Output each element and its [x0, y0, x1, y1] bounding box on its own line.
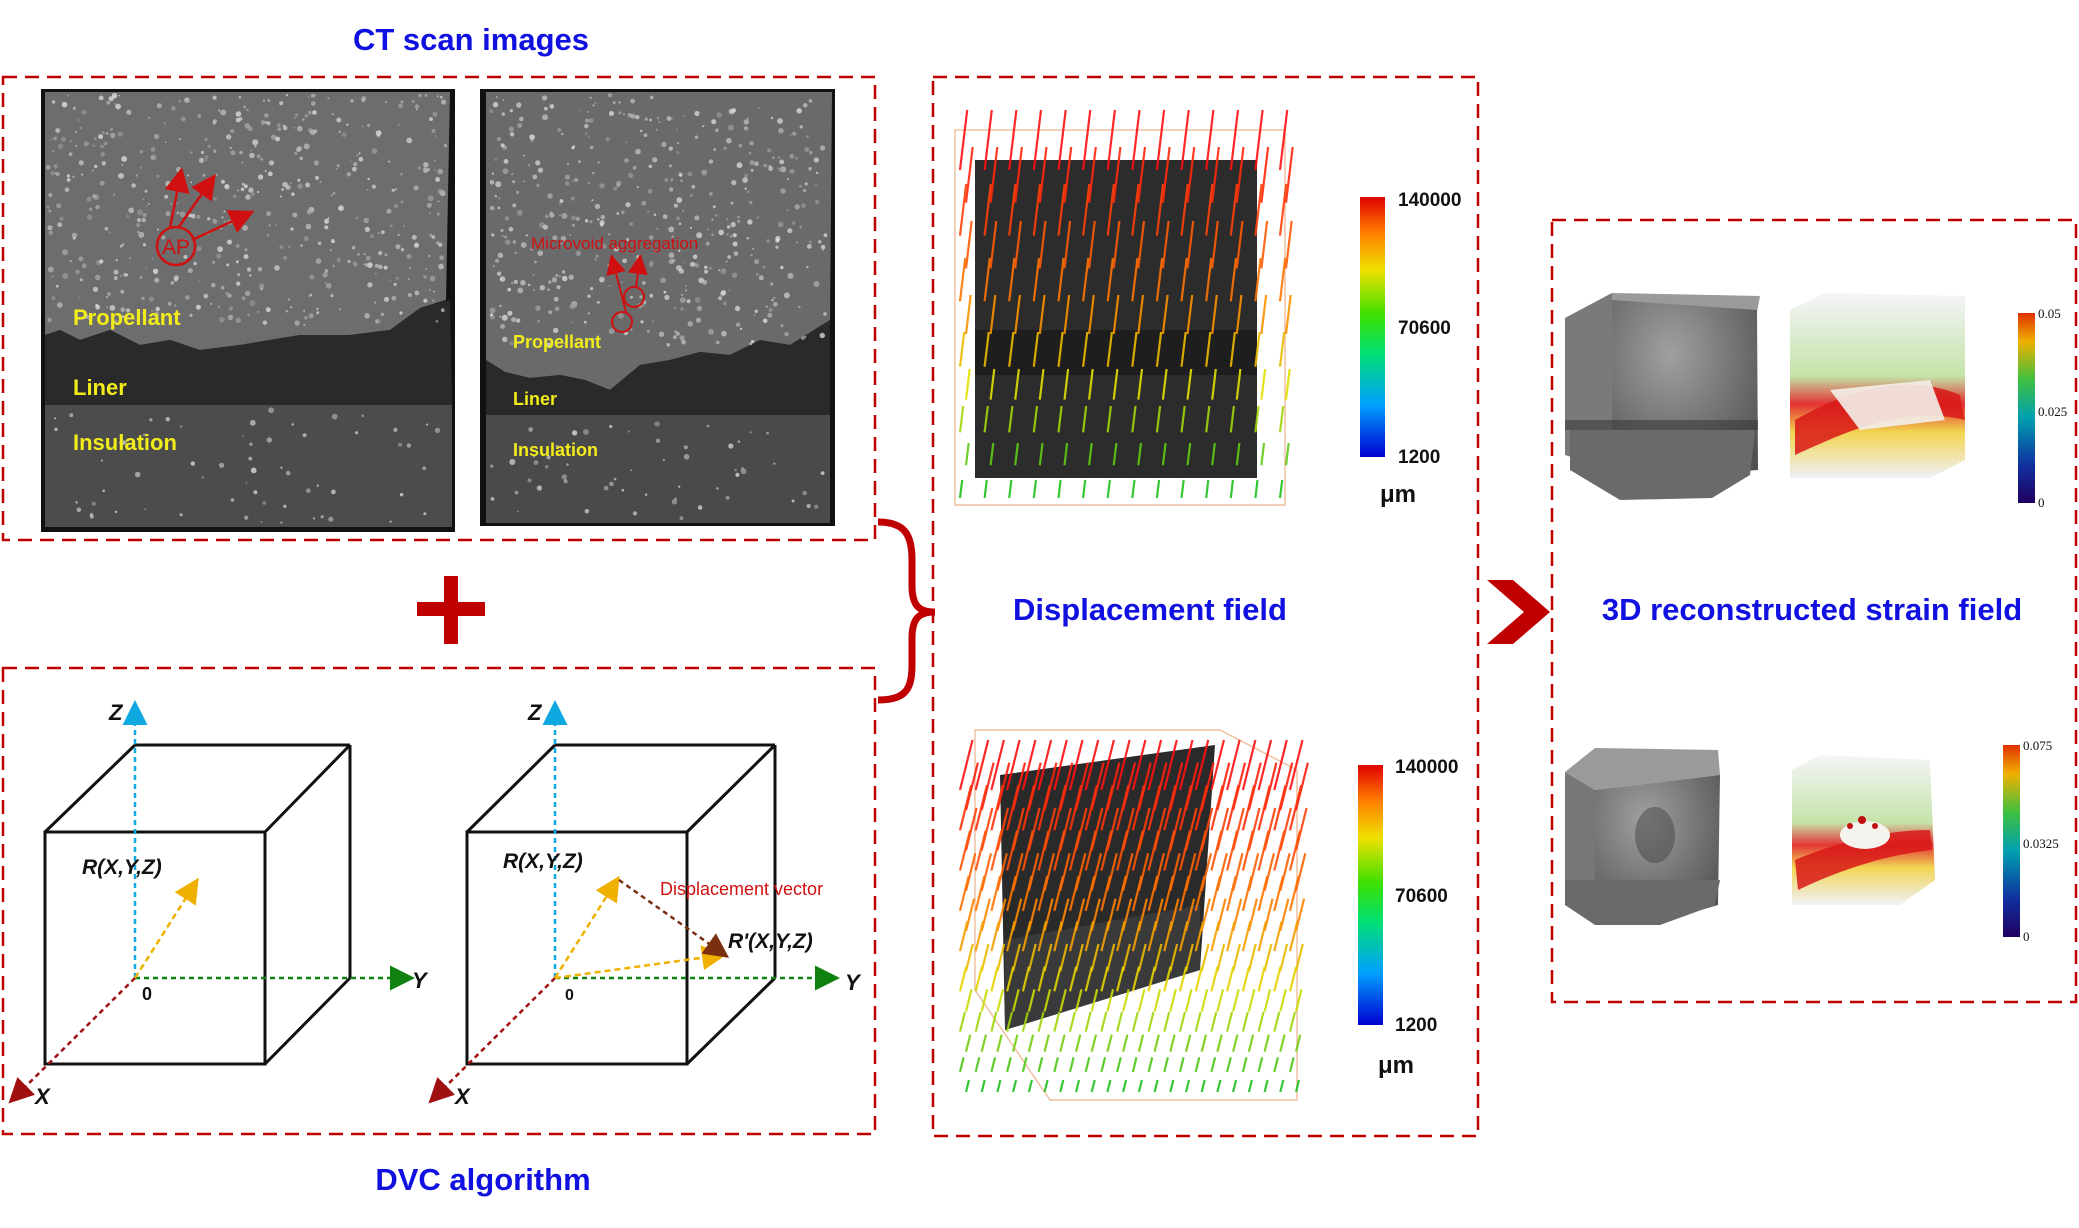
x-axis-label: X [33, 1084, 51, 1109]
grey-cube-bottom [1565, 748, 1720, 925]
displacement-vector-label: Displacement vector [660, 879, 823, 899]
displacement-vectors-top [958, 109, 1294, 499]
colorbar-min: 0 [2038, 495, 2045, 510]
ap-arrow [176, 173, 216, 229]
ct-frame [1, 75, 877, 542]
colorbar-mid: 70600 [1398, 318, 1451, 339]
strain-cube-bottom: 0.075 0.0325 0 [1792, 738, 2059, 944]
ct-particles-left [45, 93, 448, 524]
ap-circle [155, 225, 197, 267]
dvc-cube-right: Z X Y 0 R(X,Y,Z) R'(X,Y,Z) Displacement … [428, 700, 862, 1109]
point-r-prime-label: R'(X,Y,Z) [728, 930, 813, 953]
displacement-vectors-bottom [958, 739, 1309, 1093]
microvoid-arrow [627, 254, 648, 288]
colorbar-mid: 0.025 [2038, 404, 2067, 419]
plus-icon [417, 576, 485, 644]
ap-arrow [191, 210, 255, 242]
ct-scan-right: Microvoid aggregation Propellant Liner I… [480, 89, 835, 526]
point-r-label: R(X,Y,Z) [82, 856, 162, 879]
chevron-right-icon [1487, 580, 1550, 644]
dvc-title: DVC algorithm [375, 1162, 590, 1197]
colorbar-max: 140000 [1398, 190, 1461, 211]
ct-title: CT scan images [353, 22, 589, 57]
x-axis-label: X [453, 1084, 471, 1109]
origin-label: 0 [142, 984, 152, 1004]
dvc-cube-left: Z X Y 0 R(X,Y,Z) [8, 700, 429, 1109]
microvoid-circle [623, 286, 645, 308]
displacement-plot-top: 140000 70600 1200 μm [954, 109, 1461, 508]
strain-title: 3D reconstructed strain field [1602, 592, 2022, 627]
ap-label: AP [162, 236, 190, 259]
displacement-title: Displacement field [1013, 592, 1287, 627]
ap-arrow [164, 167, 190, 229]
colorbar-min: 1200 [1398, 447, 1440, 468]
point-r-label: R(X,Y,Z) [503, 850, 583, 873]
y-axis-label: Y [845, 970, 862, 995]
colorbar-mid: 70600 [1395, 886, 1448, 907]
strain-frame [1550, 218, 2078, 1004]
microvoid-arrow [606, 254, 627, 313]
colorbar-min: 1200 [1395, 1015, 1437, 1036]
colorbar-max: 0.075 [2023, 738, 2052, 753]
liner-label: Liner [73, 375, 127, 400]
displacement-plot-bottom: 140000 70600 1200 μm [958, 729, 1458, 1101]
curly-brace-icon [877, 518, 936, 704]
colorbar [2003, 745, 2020, 937]
insulation-label: Insulation [513, 440, 598, 460]
propellant-label: Propellant [73, 305, 181, 330]
dvc-frame [1, 666, 877, 1136]
microvoid-label: Microvoid aggregation [531, 234, 698, 253]
colorbar-max: 0.05 [2038, 306, 2061, 321]
z-axis-label: Z [108, 700, 124, 725]
grey-cube-top [1565, 293, 1760, 500]
colorbar-max: 140000 [1395, 757, 1458, 778]
colorbar [2018, 313, 2035, 503]
colorbar-mid: 0.0325 [2023, 836, 2059, 851]
insulation-label: Insulation [73, 430, 177, 455]
liner-label: Liner [513, 389, 557, 409]
z-axis-label: Z [527, 700, 543, 725]
colorbar-unit: μm [1380, 481, 1416, 508]
ct-scan-left: AP Propellant Liner Insulation [41, 89, 455, 532]
colorbar [1360, 197, 1385, 457]
origin-label: 0 [565, 987, 574, 1004]
y-axis-label: Y [412, 968, 429, 993]
propellant-label: Propellant [513, 332, 601, 352]
displacement-frame [931, 75, 1480, 1138]
microvoid-circle [611, 311, 633, 333]
colorbar-unit: μm [1378, 1052, 1414, 1079]
colorbar-min: 0 [2023, 929, 2030, 944]
strain-cube-top: 0.05 0.025 0 [1790, 293, 2067, 510]
colorbar [1358, 765, 1383, 1025]
ct-particles-right [489, 93, 828, 521]
